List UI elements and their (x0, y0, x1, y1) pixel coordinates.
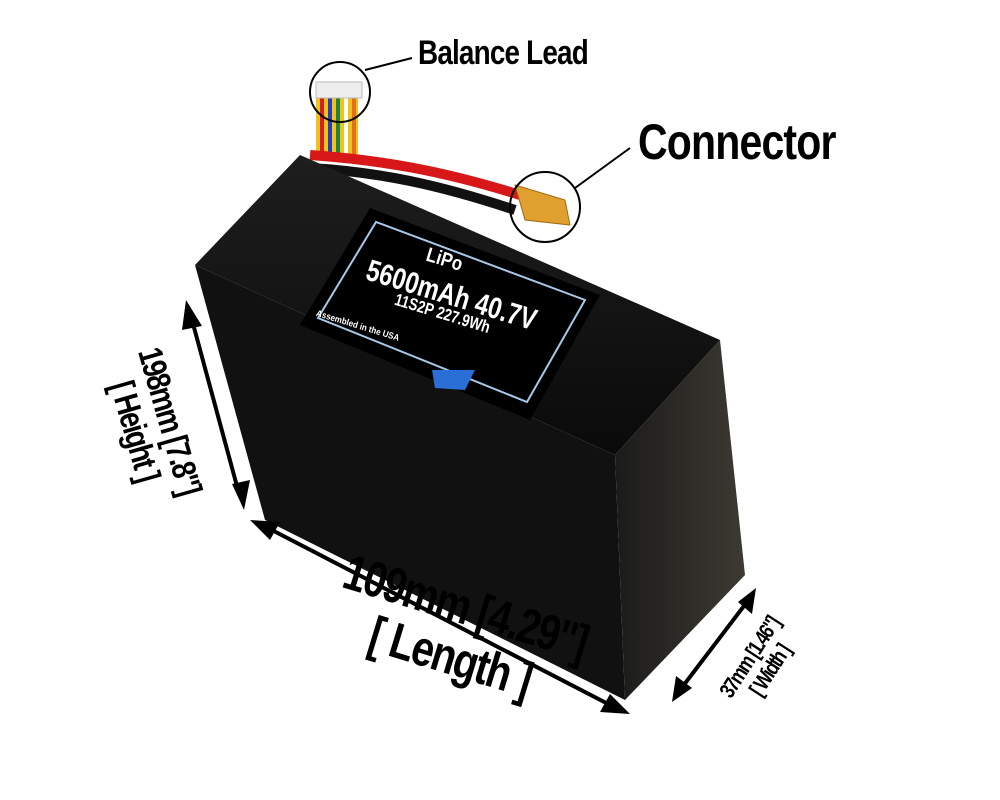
red-wire (309, 150, 522, 200)
connector-leader-line (574, 147, 631, 189)
balance-lead-wires (316, 95, 358, 155)
height-arrow (182, 300, 250, 510)
balance-lead-callout-circle (309, 61, 371, 123)
length-arrow (250, 520, 630, 714)
width-arrow (672, 588, 756, 702)
ma-logo-icon (432, 370, 475, 390)
connector-label: Connector (638, 114, 836, 170)
connector-callout-circle (509, 171, 581, 243)
balance-lead-label: Balance Lead (418, 34, 589, 72)
battery-label (300, 208, 600, 420)
balance-connector (315, 81, 363, 99)
black-wire (309, 163, 517, 215)
xt-connector (514, 184, 571, 226)
balance-lead-leader-line (364, 57, 413, 71)
